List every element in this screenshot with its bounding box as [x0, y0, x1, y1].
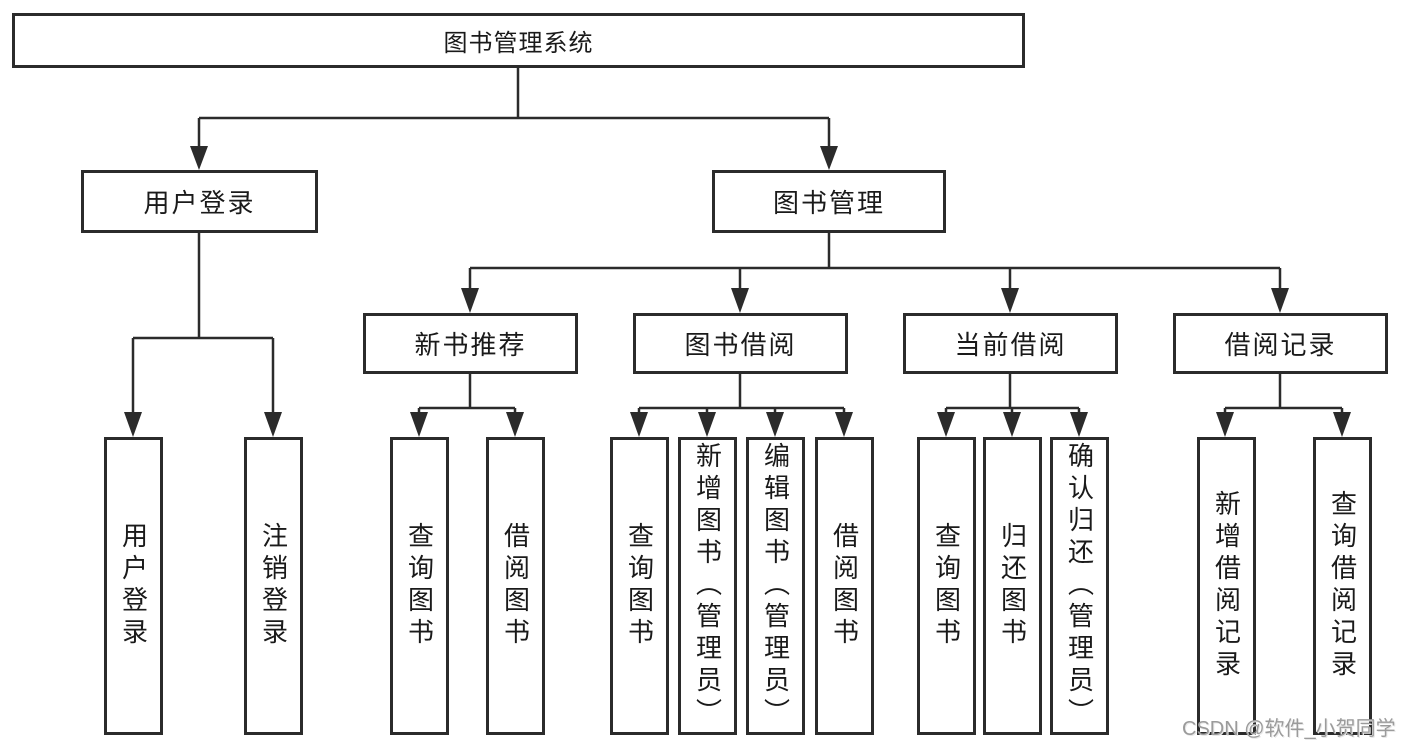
node-label: 新增借阅记录	[1211, 490, 1242, 682]
node-label: 确认归还（管理员）	[1064, 442, 1095, 730]
node-new-book-recommendation: 新书推荐	[363, 313, 578, 374]
node-label: 用户登录	[118, 522, 149, 650]
node-library-management-system: 图书管理系统	[12, 13, 1025, 68]
arrowhead	[1333, 412, 1351, 437]
leaf-current-confirm-return-admin: 确认归还（管理员）	[1050, 437, 1109, 735]
node-label: 当前借阅	[954, 330, 1067, 360]
node-label: 图书管理系统	[443, 30, 594, 57]
leaf-borrowing-query-books: 查询图书	[610, 437, 669, 735]
wire	[1223, 374, 1344, 433]
node-label: 借阅记录	[1224, 330, 1337, 360]
node-label: 用户登录	[143, 188, 256, 218]
arrowhead	[835, 412, 853, 437]
watermark-csdn: CSDN @软件_小贺同学	[1182, 718, 1396, 740]
leaf-borrowing-add-books-admin: 新增图书（管理员）	[678, 437, 737, 735]
connector-book-borrowing	[630, 374, 853, 437]
arrowhead	[124, 412, 142, 437]
node-borrowing-records: 借阅记录	[1173, 313, 1388, 374]
leaf-current-return-books: 归还图书	[983, 437, 1042, 735]
connector-current-borrowing	[937, 374, 1088, 437]
node-label: 借阅图书	[500, 522, 531, 650]
wire	[131, 233, 275, 433]
arrowhead	[937, 412, 955, 437]
node-book-management: 图书管理	[712, 170, 946, 233]
arrowhead	[698, 412, 716, 437]
connector-root	[190, 68, 838, 170]
leaf-records-query-record: 查询借阅记录	[1313, 437, 1372, 735]
leaf-user-login: 用户登录	[104, 437, 163, 735]
wire	[468, 233, 1282, 309]
connector-borrowing-records	[1216, 374, 1351, 437]
node-label: 查询图书	[931, 522, 962, 650]
node-label: 新增图书（管理员）	[692, 442, 723, 730]
node-label: 注销登录	[258, 522, 289, 650]
connector-user-login	[124, 233, 282, 437]
arrowhead	[731, 288, 749, 313]
arrowhead	[506, 412, 524, 437]
leaf-borrowing-edit-books-admin: 编辑图书（管理员）	[746, 437, 805, 735]
node-label: 查询借阅记录	[1327, 490, 1358, 682]
arrowhead	[461, 288, 479, 313]
leaf-recommend-query-books: 查询图书	[390, 437, 449, 735]
connector-book-management	[461, 233, 1289, 313]
node-user-login: 用户登录	[81, 170, 318, 233]
connector-new-book-recommendation	[410, 374, 524, 437]
node-label: 新书推荐	[414, 330, 527, 360]
arrowhead	[820, 146, 838, 170]
leaf-recommend-borrow-books: 借阅图书	[486, 437, 545, 735]
node-book-borrowing: 图书借阅	[633, 313, 848, 374]
arrowhead	[766, 412, 784, 437]
arrowhead	[264, 412, 282, 437]
arrowhead	[630, 412, 648, 437]
arrowhead	[410, 412, 428, 437]
arrowhead	[1070, 412, 1088, 437]
arrowhead	[1216, 412, 1234, 437]
arrowhead	[1003, 412, 1021, 437]
arrowhead	[1001, 288, 1019, 313]
leaf-logout: 注销登录	[244, 437, 303, 735]
leaf-borrowing-borrow-books: 借阅图书	[815, 437, 874, 735]
node-label: 图书管理	[772, 188, 885, 218]
node-label: 查询图书	[624, 522, 655, 650]
node-label: 图书借阅	[684, 330, 797, 360]
leaf-current-query-books: 查询图书	[917, 437, 976, 735]
node-label: 归还图书	[997, 522, 1028, 650]
node-current-borrowing: 当前借阅	[903, 313, 1118, 374]
arrowhead	[1271, 288, 1289, 313]
node-label: 编辑图书（管理员）	[760, 442, 791, 730]
leaf-records-add-record: 新增借阅记录	[1197, 437, 1256, 735]
node-label: 借阅图书	[829, 522, 860, 650]
arrowhead	[190, 146, 208, 170]
node-label: 查询图书	[404, 522, 435, 650]
wire	[417, 374, 517, 433]
wire	[197, 68, 831, 166]
wire	[637, 374, 846, 433]
